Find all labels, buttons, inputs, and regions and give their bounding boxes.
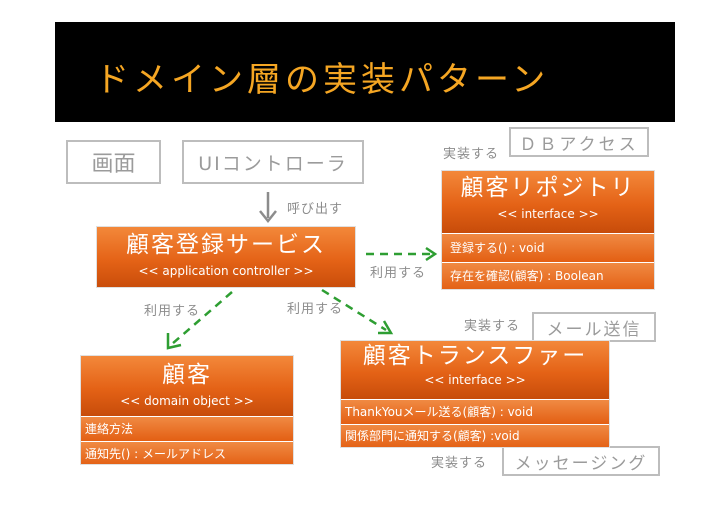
call-label: 呼び出す (287, 202, 344, 217)
customer-name: 顧客 (162, 362, 212, 388)
use-label-repository: 利用する (370, 266, 427, 281)
customer-class: 顧客 << domain object >> 連絡方法 通知先() : メールア… (80, 355, 294, 465)
customer-member: 連絡方法 (81, 416, 293, 441)
use-label-customer: 利用する (144, 304, 201, 319)
transfer-member: 関係部門に通知する(顧客) :void (341, 424, 609, 447)
transfer-class: 顧客トランスファー << interface >> ThankYouメール送る(… (340, 340, 610, 448)
repository-member: 存在を確認(顧客) : Boolean (442, 262, 654, 289)
service-name: 顧客登録サービス (126, 232, 326, 258)
use-label-transfer: 利用する (287, 302, 344, 317)
ui-controller-box: UIコントローラ (182, 140, 364, 184)
slide-title: ドメイン層の実装パターン (95, 60, 550, 100)
repository-class: 顧客リポジトリ << interface >> 登録する() : void 存在… (441, 170, 655, 290)
db-access-label: ＤＢアクセス (519, 134, 639, 155)
repository-name: 顧客リポジトリ (460, 175, 636, 201)
implements-label-messaging: 実装する (431, 456, 488, 471)
messaging-box: メッセージング (502, 446, 660, 476)
db-access-box: ＤＢアクセス (509, 127, 649, 157)
service-class: 顧客登録サービス << application controller >> (96, 226, 356, 288)
messaging-label: メッセージング (514, 453, 648, 474)
repository-stereotype: << interface >> (497, 206, 599, 221)
service-stereotype: << application controller >> (138, 263, 314, 278)
mail-box: メール送信 (532, 312, 656, 342)
screen-box: 画面 (66, 140, 161, 184)
title-bar (55, 22, 675, 122)
transfer-name: 顧客トランスファー (362, 343, 588, 369)
mail-label: メール送信 (546, 319, 642, 340)
implements-label-mail: 実装する (464, 319, 521, 334)
implements-label-db: 実装する (443, 147, 500, 162)
transfer-stereotype: << interface >> (424, 372, 526, 387)
customer-member: 通知先() : メールアドレス (81, 441, 293, 464)
use-arrow-transfer (321, 288, 394, 335)
transfer-member: ThankYouメール送る(顧客) : void (341, 399, 609, 424)
repository-member: 登録する() : void (442, 233, 654, 262)
ui-controller-label: UIコントローラ (198, 152, 348, 175)
call-arrow (259, 192, 277, 224)
use-arrow-customer (166, 291, 233, 350)
use-arrow-repository (366, 246, 438, 262)
customer-stereotype: << domain object >> (120, 393, 254, 408)
screen-label: 画面 (91, 152, 136, 177)
